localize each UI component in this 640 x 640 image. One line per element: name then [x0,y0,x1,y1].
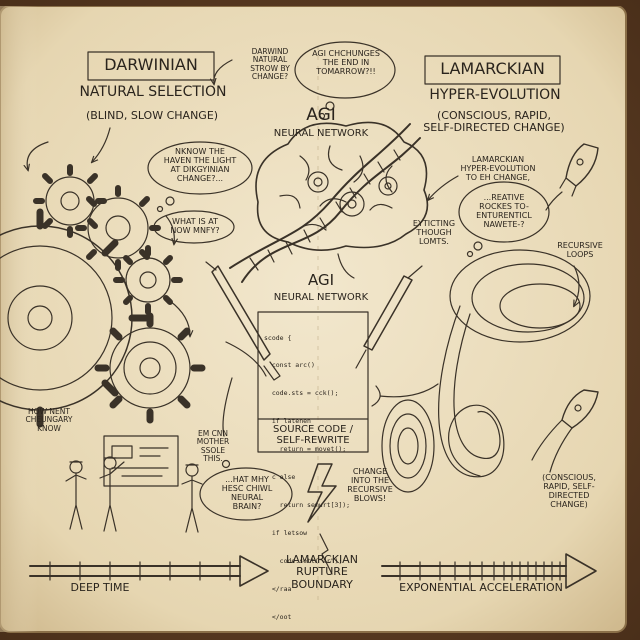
code-line: if latenen [264,417,311,426]
timeline-arrow [29,553,597,589]
gear-icon [113,245,183,315]
code-line: if letsow [264,528,308,537]
neural-brain-bubble: ...HAT MHY HESC CHIWL NEURAL BRAIN? [221,475,273,511]
code-line: </raa [264,584,292,593]
code-line: return semurt[3]); [264,500,351,509]
deep-time-label: DEEP TIME [70,581,130,594]
conscious-change-note: (CONSCIOUS, RAPID, SELF- DIRECTED CHANGE… [542,473,596,509]
recursive-loop-swirl [381,249,591,493]
recursive-loops-label: RECURSIVE LOOPS [557,241,603,259]
lamarckian-title-box [424,55,561,85]
rupture-note: CHANGE INTO THE RECURSIVE BLOWS! [347,467,393,503]
code-line: return = movet(); [264,445,347,454]
workers-note: HOW NENT CHEUNGARY KNOW [25,407,73,433]
code-line: code.sett("ar"); [264,556,343,565]
agi-sublabel: NEURAL NETWORK [273,128,369,139]
robotic-arm-icon [355,265,439,407]
code-line: scode { [264,333,292,342]
code-line: code.sts = cck(); [264,389,339,398]
darwinian-bubble-1: NKNOW THE HAVEN THE LIGHT AT DIKGYINIAN … [163,147,237,183]
lamarckian-note: LAMARCKIAN HYPER-EVOLUTION TO EH CHANGE, [460,155,536,182]
darwinian-description: (BLIND, SLOW CHANGE) [85,109,219,122]
dna-helix-icon [229,123,421,283]
workers-illustration [65,435,203,533]
exciting-note: EYTICTING THOUGH LOMTS. [412,219,456,246]
brain-icon [255,121,429,279]
thought-bubble [458,181,550,243]
large-gear-icon [0,208,150,428]
rupture-boundary-label: LAMARCKIAN RUPTURE BOUNDARY [286,553,358,591]
darwinian-subtitle: NATURAL SELECTION [79,84,227,100]
lightning-bolt-icon [307,463,337,575]
notebook-drawing [0,6,627,633]
lamarckian-title: LAMARCKIAN [440,59,545,78]
lamarckian-subtitle: HYPER-EVOLUTION [429,87,561,103]
rocket-icon [545,143,599,211]
gear-icon [75,185,161,271]
darwinian-title: DARWINIAN [104,55,198,74]
code-caption: SOURCE CODE / SELF-REWRITE [273,424,353,447]
robotic-arm-icon [205,261,281,437]
gear-icon [33,164,107,238]
lamarckian-description: (CONSCIOUS, RAPID, SELF-DIRECTED CHANGE) [423,109,565,135]
code-line: c else [264,473,296,482]
gear-icon [94,312,206,424]
agi-label: AGI [306,105,336,125]
thought-bubble [294,41,396,99]
center-top-note: DARWIND NATURAL STROW BY CHANGE? [250,47,290,82]
agi-label-2: AGI [307,271,335,289]
darwinian-bubble-2: WHAT IS AT NOW MNFY? [170,217,220,235]
agi-sublabel-2: NEURAL NETWORK [273,292,369,303]
lamarckian-bubble: ...REATIVE ROCKES TO- ENTURENTICL NAWETE… [476,193,532,229]
code-line: </oot [264,612,292,621]
agi-thought-bubble: AGI CHCHUNGES THE END IN TOMARROW?!! [312,49,380,76]
darwinian-title-box [87,51,215,81]
brain-question-note: EM CNN MOTHER SSOLE THIS. [196,429,230,464]
exponential-acceleration-label: EXPONENTIAL ACCELERATION [399,581,563,594]
rocket-icon [531,389,599,473]
code-panel [257,311,369,453]
thought-bubble [153,210,235,244]
thought-bubble [199,467,293,521]
notebook: DARWINIAN NATURAL SELECTION (BLIND, SLOW… [0,6,628,634]
code-block: scode { const arc() code.sts = cck(); if… [264,315,350,631]
thought-bubble [147,141,253,195]
code-line: const arc() [264,361,315,370]
